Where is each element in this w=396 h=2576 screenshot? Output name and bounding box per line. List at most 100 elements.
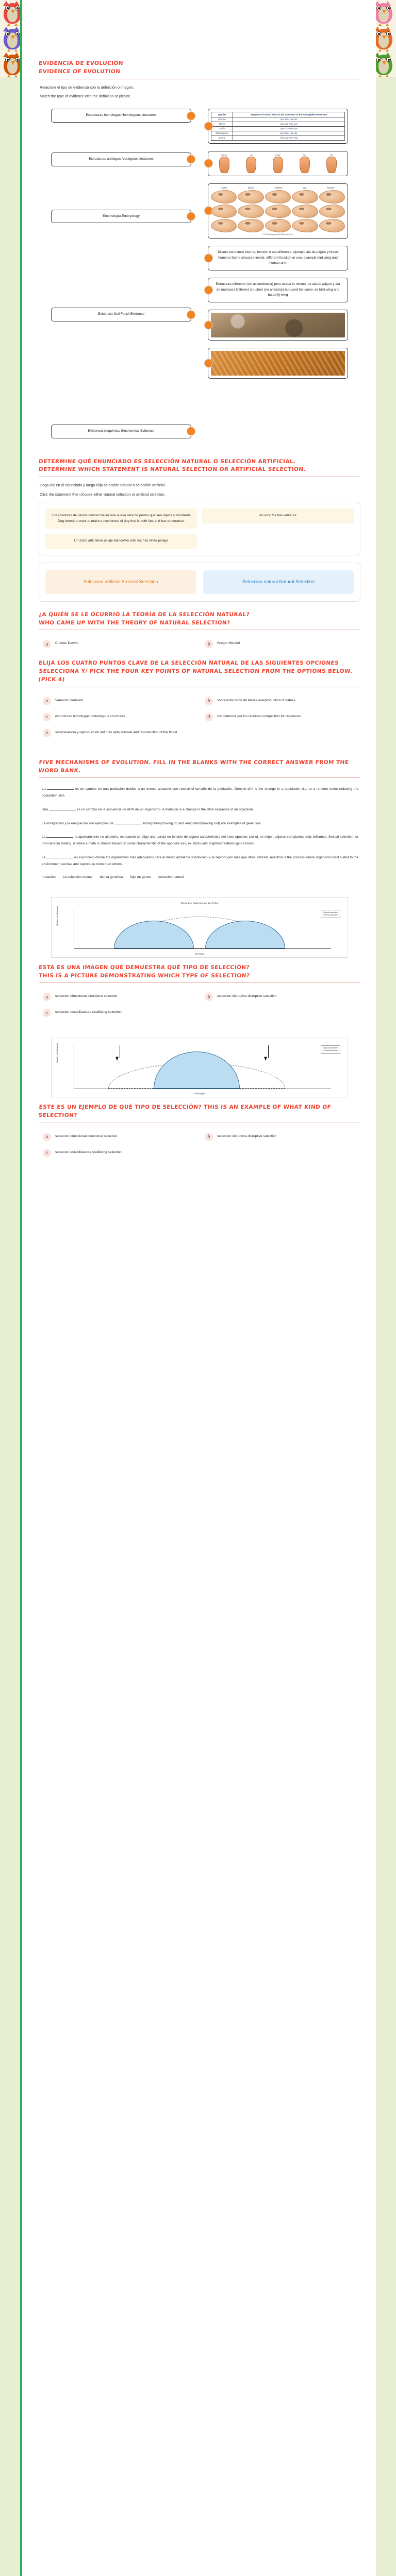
match-answer-embryo-chart[interactable]: shark lizard chicken pig human bbox=[204, 183, 348, 239]
option-letter-badge: a bbox=[43, 697, 51, 705]
y-axis-label: Number of individuals bbox=[56, 906, 58, 925]
disruptive-selection-graph-card: Disruptive Selection on Fur Color Number… bbox=[51, 897, 348, 958]
option-directional[interactable]: a seleccion direccional directional sele… bbox=[43, 992, 196, 1002]
embryo-icon bbox=[265, 204, 291, 218]
embryo-label: lizard bbox=[248, 187, 254, 189]
stabilizing-selection-plot: Number of individuals Phenotype Original… bbox=[56, 1042, 342, 1095]
section4-options: a Variación Variation b sobreproducción … bbox=[34, 692, 366, 744]
fill-paragraph-genetic-drift: La es un cambio en una población debido … bbox=[34, 783, 366, 804]
word-bank-item[interactable]: La selección sexual bbox=[63, 875, 93, 879]
choice-natural-selection[interactable]: Seleccion natural Natural Selection bbox=[203, 570, 354, 594]
match-term-label: Estructuras homologas Homologous structu… bbox=[86, 113, 156, 117]
section-key-points: ELIJA LOS CUATRO PUNTOS CLAVE DE LA SELE… bbox=[34, 659, 366, 744]
option-homologous-structures[interactable]: c estructuras homologas homologous struc… bbox=[43, 713, 196, 721]
owl-icon bbox=[371, 0, 396, 26]
option-disruptive[interactable]: b seleccion disruptiva disruptive select… bbox=[205, 992, 358, 1002]
x-axis bbox=[74, 948, 331, 949]
connector-dot-icon[interactable] bbox=[186, 155, 195, 164]
match-answer-amino-acid-table[interactable]: Species Sequence of Amino Acids in the S… bbox=[204, 109, 348, 144]
blank-input[interactable] bbox=[46, 834, 74, 838]
section6-heading-en: THIS IS A PICTURE DEMONSTRATING WHICH TY… bbox=[33, 972, 366, 980]
bone-label: whale bbox=[273, 154, 283, 156]
connector-dot-icon[interactable] bbox=[186, 212, 195, 221]
option-overproduction[interactable]: b sobreproducción de bebés overproductio… bbox=[205, 697, 358, 705]
choice-artificial-selection[interactable]: Seleccion artificial Arcticial Selection bbox=[45, 570, 196, 594]
blank-input[interactable] bbox=[114, 821, 141, 824]
option-label: seleccion estabilizadora stabilizing sel… bbox=[55, 1008, 122, 1015]
option-label: seleccion estabilizadora stabilizing sel… bbox=[55, 1148, 122, 1156]
option-label: estructuras homologas homologous structu… bbox=[55, 713, 125, 720]
option-letter-badge: d bbox=[205, 713, 213, 721]
match-answer-different-structure-text[interactable]: Estructura diferente (sin ascendencia) p… bbox=[204, 277, 348, 302]
aa-species: Zebra bbox=[211, 135, 233, 141]
aa-header-sequence: Sequence of Amino Acids in the Same Part… bbox=[232, 112, 345, 117]
connector-dot-icon[interactable] bbox=[204, 320, 213, 330]
section2-heading-es: DETERMINE QUÉ ENUNCIADO ES SELECCIÓN NAT… bbox=[33, 458, 366, 466]
embryo-icon bbox=[292, 218, 318, 232]
fill-paragraph-sexual-selection: La , o apareamiento no aleatorio, es cua… bbox=[34, 831, 366, 852]
option-survival-fittest[interactable]: e supervivencia y reproducción del más a… bbox=[43, 728, 196, 737]
statement-arctic-fox-es[interactable]: Un zorro artic tiene pelaje blanco/An ar… bbox=[45, 534, 197, 549]
option-letter-badge: a bbox=[43, 640, 51, 649]
option-directional[interactable]: a seleccion direccional directional sele… bbox=[43, 1132, 196, 1141]
word-bank-item[interactable]: mutación bbox=[42, 875, 56, 879]
statement-dog-breeders[interactable]: Los criadores de perros quieren hacer un… bbox=[45, 508, 197, 529]
blank-input[interactable] bbox=[48, 807, 76, 810]
connector-dot-icon[interactable] bbox=[186, 427, 195, 436]
option-label: seleccion disruptiva disruptive selectio… bbox=[217, 1132, 276, 1140]
option-disruptive[interactable]: b seleccion disruptiva disruptive select… bbox=[205, 1132, 358, 1141]
para-prefix: La inmigración y la emigración son ejemp… bbox=[42, 822, 114, 825]
option-mendel[interactable]: b Gregor Mendel bbox=[205, 639, 358, 649]
word-bank-item[interactable]: deriva genética bbox=[100, 875, 123, 879]
section-theory-author: ¿A QUIÉN SE LE OCURRIÓ LA TEORÍA DE LA S… bbox=[34, 611, 366, 656]
match-answer-biochem-photo[interactable] bbox=[204, 347, 348, 379]
match-term-embryology[interactable]: Embriología Embryology bbox=[51, 209, 195, 224]
match-term-biochemical[interactable]: Evidencia bioquímica Biochemical Evidenc… bbox=[51, 424, 195, 438]
para-suffix: , o apareamiento no aleatorio, es cuando… bbox=[42, 835, 358, 845]
connector-dot-icon[interactable] bbox=[186, 111, 195, 121]
connector-dot-icon[interactable] bbox=[204, 253, 213, 263]
option-label: Gregor Mendel bbox=[217, 639, 240, 647]
connector-dot-icon[interactable] bbox=[204, 122, 213, 131]
worksheet-card: EVIDENCIA DE EVOLUCIÓN EVIDENCE OF EVOLU… bbox=[20, 0, 376, 2576]
aa-sequence: Lys–Glu–His–Lys bbox=[232, 126, 345, 131]
option-stabilizing[interactable]: c seleccion estabilizadora stabilizing s… bbox=[43, 1008, 196, 1018]
option-label: seleccion disruptiva disruptive selectio… bbox=[217, 992, 276, 999]
blank-input[interactable] bbox=[47, 786, 74, 790]
matching-left-column: Estructuras homologas Homologous structu… bbox=[34, 106, 197, 445]
option-letter-badge: c bbox=[43, 713, 51, 721]
match-answer-same-structure-text[interactable]: Misma estructura interna, función o uso … bbox=[204, 245, 348, 270]
section1-heading-es: EVIDENCIA DE EVOLUCIÓN bbox=[33, 60, 366, 68]
connector-dot-icon[interactable] bbox=[186, 310, 195, 319]
section2-heading-en: DETERMINE WHICH STATEMENT IS NATURAL SEL… bbox=[33, 466, 366, 474]
blank-input[interactable] bbox=[46, 855, 74, 859]
word-bank-item[interactable]: selección natural bbox=[158, 875, 184, 879]
connector-dot-icon[interactable] bbox=[204, 359, 213, 368]
option-stabilizing[interactable]: c seleccion estabilizadora stabilizing s… bbox=[43, 1148, 196, 1157]
option-letter-badge: b bbox=[205, 697, 213, 705]
connector-dot-icon[interactable] bbox=[204, 285, 213, 295]
statement-arctic-fox-en[interactable]: An artic fox has white fur bbox=[202, 508, 354, 523]
embryo-icon bbox=[319, 204, 345, 218]
bone-icon bbox=[300, 156, 310, 173]
option-label: sobreproducción de bebés overproduction … bbox=[217, 697, 295, 704]
section-five-mechanisms: FIVE MECHANISMS OF EVOLUTION. FILL IN TH… bbox=[34, 759, 366, 884]
embryo-icon bbox=[238, 204, 264, 218]
match-term-fossil[interactable]: Evidencia fósil Fossil Evidence bbox=[51, 308, 195, 321]
embryo-icon bbox=[265, 218, 291, 232]
match-answer-bone-structures[interactable]: human cat whale bat bird bbox=[204, 150, 348, 176]
match-term-homologous[interactable]: Estructuras homologas Homologous structu… bbox=[51, 109, 195, 123]
match-term-analogous[interactable]: Estructuras análogas Analogous structure… bbox=[51, 152, 195, 166]
option-competition[interactable]: d competencia por los recursos competiti… bbox=[205, 713, 358, 721]
connector-dot-icon[interactable] bbox=[204, 159, 213, 168]
bone-label: human bbox=[219, 154, 229, 156]
word-bank: mutación La selección sexual deriva gené… bbox=[34, 872, 366, 884]
match-answer-fossil-photo[interactable] bbox=[204, 309, 348, 341]
option-label: Variación Variation bbox=[55, 697, 83, 704]
aa-sequence: Arg–Lys–His–Lys bbox=[232, 121, 345, 127]
option-darwin[interactable]: a Charles Darwin bbox=[43, 639, 196, 649]
section-example-of-selection: ESTE ES UN EJEMPLO DE QUÉ TIPO DE SELECC… bbox=[34, 1104, 366, 1164]
option-variation[interactable]: a Variación Variation bbox=[43, 697, 196, 705]
word-bank-item[interactable]: flujo de genes bbox=[130, 875, 151, 879]
